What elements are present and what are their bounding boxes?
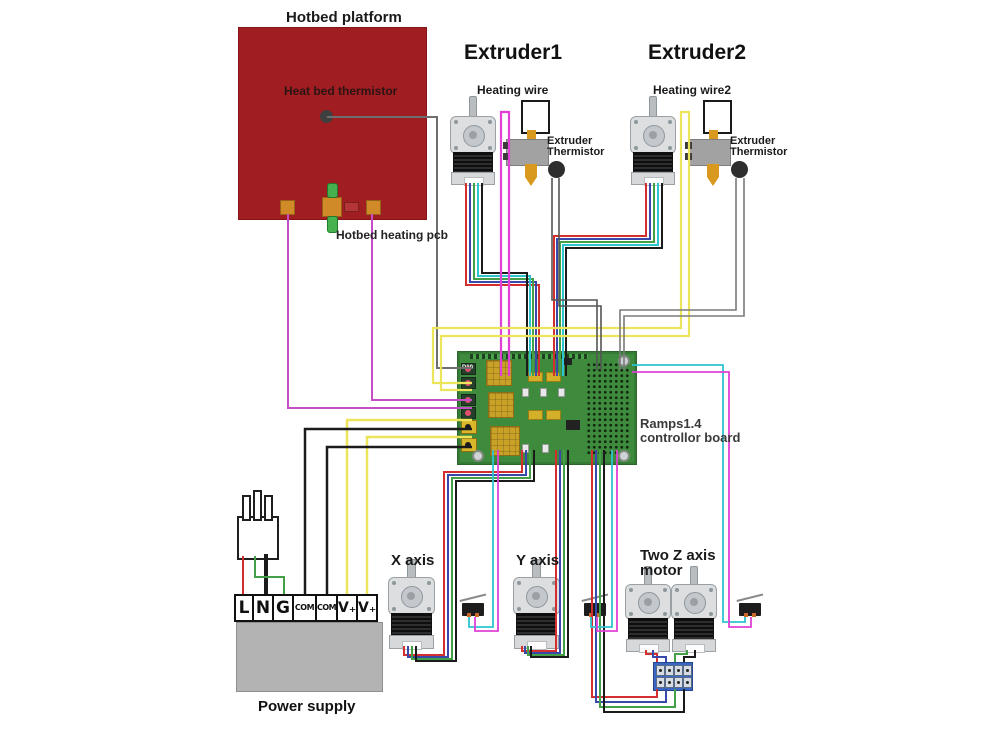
capacitor bbox=[540, 388, 547, 397]
extruder1-heating-wire-box bbox=[521, 100, 550, 134]
board-connector bbox=[461, 394, 476, 406]
extruder2-thermistor-dot bbox=[731, 161, 748, 178]
motor-flange bbox=[451, 172, 495, 186]
driver-component bbox=[528, 410, 543, 420]
y-limit-switch bbox=[581, 593, 614, 617]
terminal-G: G bbox=[272, 594, 294, 622]
driver-component bbox=[546, 372, 561, 382]
heatbed-thermistor-label: Heat bed thermistor bbox=[284, 84, 398, 98]
terminal-COM1: COM bbox=[292, 594, 317, 622]
ramps-board-label: Ramps1.4 controllor board bbox=[640, 416, 741, 445]
extruder2-motor bbox=[630, 96, 676, 186]
capacitor bbox=[558, 388, 565, 397]
silkscreen-d10: D10 bbox=[462, 365, 474, 371]
extruder2-barrel bbox=[709, 130, 718, 140]
ramps-board: D10 bbox=[457, 351, 637, 465]
extruder2-title: Extruder2 bbox=[648, 41, 747, 64]
heatsink bbox=[490, 426, 520, 456]
wire-e2-motor bbox=[559, 183, 655, 376]
motor-body bbox=[633, 152, 673, 174]
terminal-COM2: COM bbox=[315, 594, 338, 622]
hotbed-connector bbox=[322, 197, 342, 217]
motor-flange bbox=[631, 172, 675, 186]
wire-e1-motor bbox=[465, 183, 540, 376]
capacitor bbox=[542, 444, 549, 453]
wire-e1-thermistor bbox=[551, 178, 598, 370]
extruder1-heater-block bbox=[506, 139, 549, 166]
extruder1-title: Extruder1 bbox=[464, 41, 563, 64]
terminal-Vplus2: V₊ bbox=[356, 594, 378, 622]
extruder1-nozzle bbox=[525, 164, 537, 177]
terminal-Vplus1: V₊ bbox=[336, 594, 358, 622]
x-limit-switch bbox=[459, 593, 492, 617]
heater-tab bbox=[685, 142, 692, 149]
capacitor bbox=[522, 388, 529, 397]
board-connector bbox=[461, 407, 476, 419]
wire-e2-motor bbox=[556, 183, 651, 376]
extruder2-heater-block bbox=[688, 139, 731, 166]
heating-wire2-label: Heating wire2 bbox=[653, 83, 732, 97]
hotbed-pad-right bbox=[366, 200, 381, 215]
heater-tab bbox=[503, 153, 510, 160]
wire-e2-thermistor bbox=[619, 178, 737, 370]
terminal-N: N bbox=[252, 594, 274, 622]
wire-e2-motor bbox=[553, 183, 647, 376]
hotbed-pad-left bbox=[280, 200, 295, 215]
hotbed-title: Hotbed platform bbox=[286, 9, 402, 26]
ac-plug bbox=[237, 490, 279, 560]
power-supply-label: Power supply bbox=[258, 698, 356, 715]
mounting-hole bbox=[618, 450, 630, 462]
hotbed-pcb-label: Hotbed heating pcb bbox=[336, 228, 448, 242]
driver-component bbox=[528, 372, 543, 382]
x-axis-label: X axis bbox=[391, 552, 435, 569]
heatsink bbox=[486, 360, 512, 386]
wire-e2-thermistor bbox=[623, 178, 745, 370]
x-axis-motor bbox=[388, 559, 435, 650]
driver-component bbox=[546, 410, 561, 420]
wire-hotbed-power bbox=[287, 214, 472, 409]
wire-e2-motor bbox=[565, 183, 663, 376]
y-axis-motor bbox=[513, 559, 560, 650]
extruder2-heating-wire-box bbox=[703, 100, 732, 134]
board-connector bbox=[461, 377, 476, 389]
capacitor bbox=[522, 444, 529, 453]
terminal-L: L bbox=[234, 594, 254, 622]
power-supply-body bbox=[236, 622, 383, 692]
mounting-hole bbox=[618, 355, 630, 367]
mounting-hole bbox=[472, 450, 484, 462]
heatsink bbox=[488, 392, 514, 418]
ic-chip bbox=[566, 420, 580, 430]
extruder2-nozzle bbox=[707, 164, 719, 177]
wire-e1-motor bbox=[477, 183, 531, 376]
y-axis-label: Y axis bbox=[516, 552, 560, 569]
power-input-terminal bbox=[461, 420, 477, 434]
extruder1-thermistor-dot bbox=[548, 161, 565, 178]
wire-e1-motor bbox=[473, 183, 534, 376]
wire-e1-motor bbox=[469, 183, 537, 376]
motor-body bbox=[453, 152, 493, 174]
extruder2-nozzle-tip bbox=[707, 177, 719, 186]
z-axis-label: Two Z axis motor bbox=[640, 547, 716, 579]
motor-face bbox=[450, 116, 496, 154]
z-terminal-block bbox=[653, 662, 693, 691]
heating-wire1-label: Heating wire bbox=[477, 83, 549, 97]
z-limit-switch bbox=[736, 593, 769, 617]
motor-face bbox=[630, 116, 676, 154]
extruder1-motor bbox=[450, 96, 496, 186]
pin-header-grid bbox=[586, 362, 630, 456]
hotbed-led-top bbox=[327, 183, 338, 198]
extruder2-thermistor-label: Extruder Thermistor bbox=[730, 135, 788, 158]
heatbed-thermistor-dot bbox=[320, 110, 333, 123]
wire-ac-ground bbox=[254, 556, 285, 594]
extruder1-thermistor-label: Extruder Thermistor bbox=[547, 135, 605, 158]
heater-tab bbox=[503, 142, 510, 149]
extruder1-nozzle-tip bbox=[525, 177, 537, 186]
wire-e1-thermistor bbox=[558, 178, 602, 370]
hotbed-resistor bbox=[344, 202, 359, 212]
ic-chip bbox=[562, 358, 572, 365]
heater-tab bbox=[685, 153, 692, 160]
wire-e1-motor bbox=[481, 183, 528, 376]
wire-e2-motor bbox=[562, 183, 659, 376]
